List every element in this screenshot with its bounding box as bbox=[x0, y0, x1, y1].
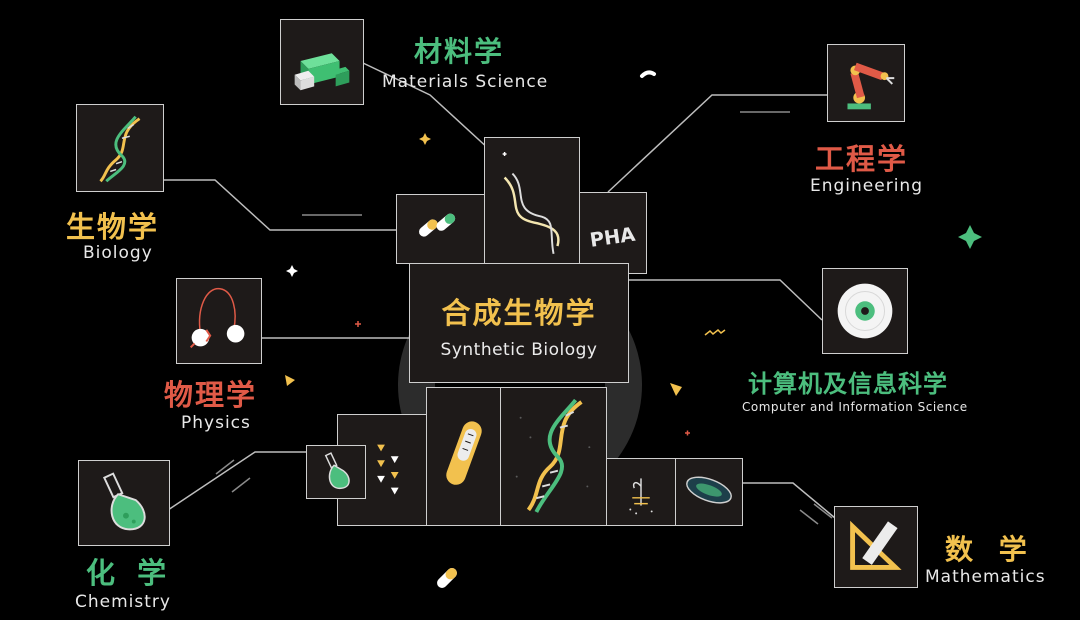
pha-tile: PHA bbox=[579, 192, 647, 274]
sparkle-icon bbox=[419, 133, 431, 145]
deco-curl bbox=[640, 70, 656, 78]
connector-computer bbox=[629, 279, 823, 321]
capsules-tile bbox=[396, 194, 485, 264]
flask-icon bbox=[102, 472, 146, 531]
engineering-tile bbox=[827, 44, 905, 122]
math-en: Mathematics bbox=[925, 567, 1046, 587]
blocks-icon bbox=[294, 53, 350, 91]
strand-tile bbox=[484, 137, 580, 264]
seedling-icon bbox=[629, 478, 653, 515]
materials-tile bbox=[280, 19, 364, 105]
chemistry-en: Chemistry bbox=[75, 592, 171, 612]
pha-label: PHA bbox=[588, 223, 636, 252]
robot-arm-icon bbox=[847, 62, 895, 110]
connector-chemistry bbox=[167, 451, 307, 511]
plus-deco bbox=[355, 321, 361, 327]
chemistry-zh: 化 学 bbox=[86, 556, 173, 590]
physics-zh: 物理学 bbox=[164, 378, 258, 412]
disc-icon bbox=[837, 283, 893, 339]
triangles-icon bbox=[377, 444, 399, 495]
pill-icon bbox=[437, 568, 457, 588]
plant-tile bbox=[606, 458, 676, 526]
computer-zh: 计算机及信息科学 bbox=[748, 370, 948, 398]
pill-large-icon bbox=[446, 421, 482, 485]
pendulum-icon bbox=[189, 288, 245, 349]
dna-icon bbox=[99, 115, 141, 183]
capsule-icon bbox=[419, 213, 456, 237]
connector-math bbox=[742, 482, 836, 519]
biology-tile bbox=[76, 104, 164, 192]
computer-en: Computer and Information Science bbox=[742, 400, 968, 414]
cell-icon bbox=[686, 476, 732, 504]
cell-tile bbox=[675, 458, 743, 526]
engineering-zh: 工程学 bbox=[815, 142, 909, 176]
set-square-icon bbox=[850, 520, 902, 570]
center-node: 合成生物学 Synthetic Biology bbox=[409, 263, 629, 383]
physics-en: Physics bbox=[181, 413, 251, 433]
dna-main-tile bbox=[500, 387, 607, 526]
computer-tile bbox=[822, 268, 908, 354]
math-tile bbox=[834, 506, 918, 588]
center-zh: 合成生物学 bbox=[441, 296, 597, 330]
sparkle-icon bbox=[286, 265, 298, 277]
zigzag-deco bbox=[704, 328, 726, 336]
materials-zh: 材料学 bbox=[414, 35, 505, 68]
flask-small-icon bbox=[324, 452, 350, 490]
biology-zh: 生物学 bbox=[66, 210, 160, 244]
sparkle-icon bbox=[958, 225, 982, 249]
pha-graphic: PHA bbox=[588, 223, 636, 252]
triangle-deco bbox=[670, 383, 682, 396]
engineering-en: Engineering bbox=[810, 176, 923, 196]
dna-large-icon bbox=[515, 398, 591, 513]
center-en: Synthetic Biology bbox=[440, 340, 598, 360]
math-zh: 数 学 bbox=[945, 533, 1035, 566]
physics-tile bbox=[176, 278, 262, 364]
connector-engineering bbox=[607, 94, 828, 193]
connector-biology bbox=[163, 179, 397, 231]
chemistry-tile bbox=[78, 460, 170, 546]
plus-deco bbox=[685, 430, 690, 436]
connector-materials bbox=[362, 62, 491, 151]
chem-small-tile bbox=[306, 445, 366, 499]
biology-en: Biology bbox=[83, 243, 153, 263]
triangle-deco bbox=[285, 375, 295, 386]
pill-tile bbox=[426, 387, 501, 526]
materials-en: Materials Science bbox=[382, 72, 549, 92]
dna-strand-icon bbox=[502, 152, 560, 255]
